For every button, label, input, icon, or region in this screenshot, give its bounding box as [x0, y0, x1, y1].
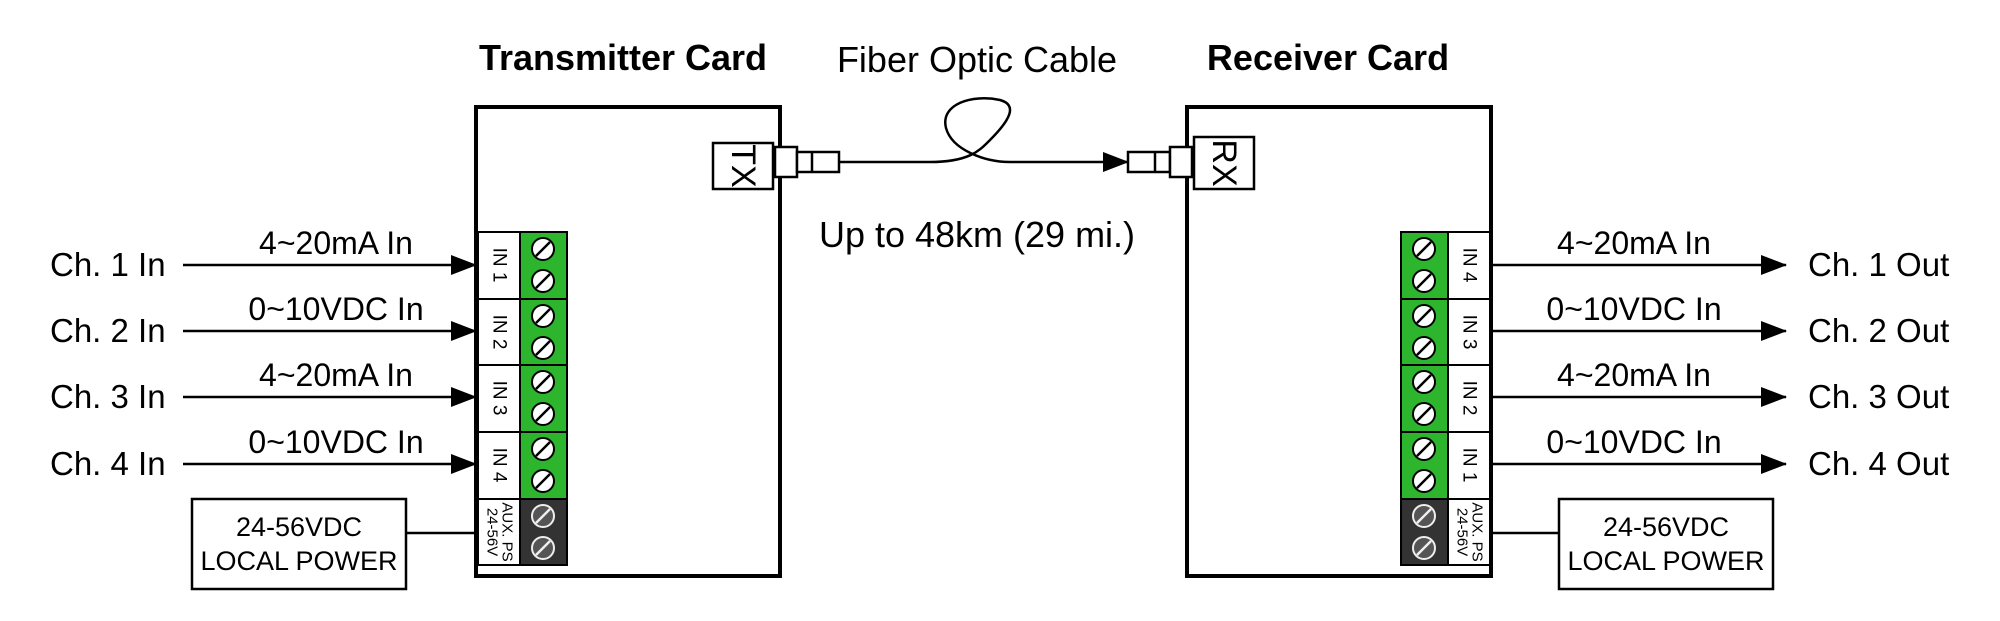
rx-channel-2: Ch. 2 Out [1808, 312, 1949, 349]
rx-power-line-2: LOCAL POWER [1567, 546, 1764, 576]
tx-signal-2: 0~10VDC In [248, 291, 423, 327]
rx-screw-slot-3 [1416, 308, 1432, 324]
tx-channel-1: Ch. 1 In [50, 246, 166, 283]
transmitter-card-title: Transmitter Card [479, 37, 767, 78]
rx-screw-slot-6 [1416, 406, 1432, 422]
rx-screw-slot-5 [1416, 374, 1432, 390]
tx-aux-label-2: AUX. PS [499, 502, 516, 561]
tx-signal-3: 4~20mA In [259, 357, 413, 393]
rx-screw-slot-1 [1416, 241, 1432, 257]
fiber-optic-cable [839, 97, 1129, 172]
tx-port: TX [711, 141, 775, 191]
tx-screw-slot-4 [535, 340, 551, 356]
tx-screw-slot-5 [535, 374, 551, 390]
rx-screw-slot-10 [1416, 540, 1432, 556]
tx-screw-slot-7 [535, 441, 551, 457]
tx-screw-slot-1 [535, 241, 551, 257]
rx-port: RX [1192, 135, 1256, 191]
rx-screw-slot-2 [1416, 273, 1432, 289]
rx-pin-in4: IN 4 [1459, 248, 1480, 283]
tx-channel-3: Ch. 3 In [50, 378, 166, 415]
rx-pin-in3: IN 3 [1459, 315, 1480, 350]
rx-aux-label-1: 24-56V [1454, 508, 1471, 556]
rx-pin-strip [1447, 231, 1491, 566]
rx-screw-slot-7 [1416, 441, 1432, 457]
tx-screw-slot-9 [535, 508, 551, 524]
transmitter-card [474, 105, 782, 578]
rx-screw-slot-9 [1416, 508, 1432, 524]
tx-channel-2: Ch. 2 In [50, 312, 166, 349]
rx-screw-slot-8 [1416, 473, 1432, 489]
rx-channel-3: Ch. 3 Out [1808, 378, 1949, 415]
rx-terminal-block: IN 4 IN 3 IN 2 IN 1 24-56V AUX. PS [1400, 231, 1491, 566]
rx-power-line-1: 24-56VDC [1603, 512, 1729, 542]
tx-pin-in1: IN 1 [489, 248, 510, 283]
tx-power-line-2: LOCAL POWER [200, 546, 397, 576]
rx-signal-4: 0~10VDC In [1546, 424, 1721, 460]
rx-connector [1126, 145, 1194, 179]
rx-aux-label-2: AUX. PS [1469, 502, 1486, 561]
rx-channel-1: Ch. 1 Out [1808, 246, 1949, 283]
tx-connector [773, 145, 841, 179]
rx-signal-2: 0~10VDC In [1546, 291, 1721, 327]
tx-port-label: TX [724, 144, 762, 187]
tx-terminal-block: IN 1 IN 2 IN 3 IN 4 24-56V AUX. PS [477, 231, 568, 566]
tx-screw-slot-10 [535, 540, 551, 556]
tx-channel-4: Ch. 4 In [50, 445, 166, 482]
fiber-distance-label: Up to 48km (29 mi.) [819, 214, 1135, 255]
rx-port-label: RX [1205, 139, 1243, 186]
rx-signal-1: 4~20mA In [1557, 225, 1711, 261]
tx-screw-slot-6 [535, 406, 551, 422]
tx-screw-slot-2 [535, 273, 551, 289]
rx-pin-in2: IN 2 [1459, 381, 1480, 416]
tx-power-line-1: 24-56VDC [236, 512, 362, 542]
tx-signal-1: 4~20mA In [259, 225, 413, 261]
fiber-cable-title: Fiber Optic Cable [837, 39, 1117, 80]
rx-channel-4: Ch. 4 Out [1808, 445, 1949, 482]
tx-aux-label-1: 24-56V [484, 508, 501, 556]
tx-pin-in3: IN 3 [489, 381, 510, 416]
receiver-card-title: Receiver Card [1207, 37, 1449, 78]
tx-power-box [190, 497, 408, 591]
rx-signal-3: 4~20mA In [1557, 357, 1711, 393]
tx-signal-4: 0~10VDC In [248, 424, 423, 460]
rx-pin-in1: IN 1 [1459, 448, 1480, 483]
rx-power-box [1557, 497, 1775, 591]
tx-pin-in4: IN 4 [489, 448, 510, 483]
tx-screw-slot-8 [535, 473, 551, 489]
rx-screw-slot-4 [1416, 340, 1432, 356]
tx-pin-in2: IN 2 [489, 315, 510, 350]
tx-screw-slot-3 [535, 308, 551, 324]
